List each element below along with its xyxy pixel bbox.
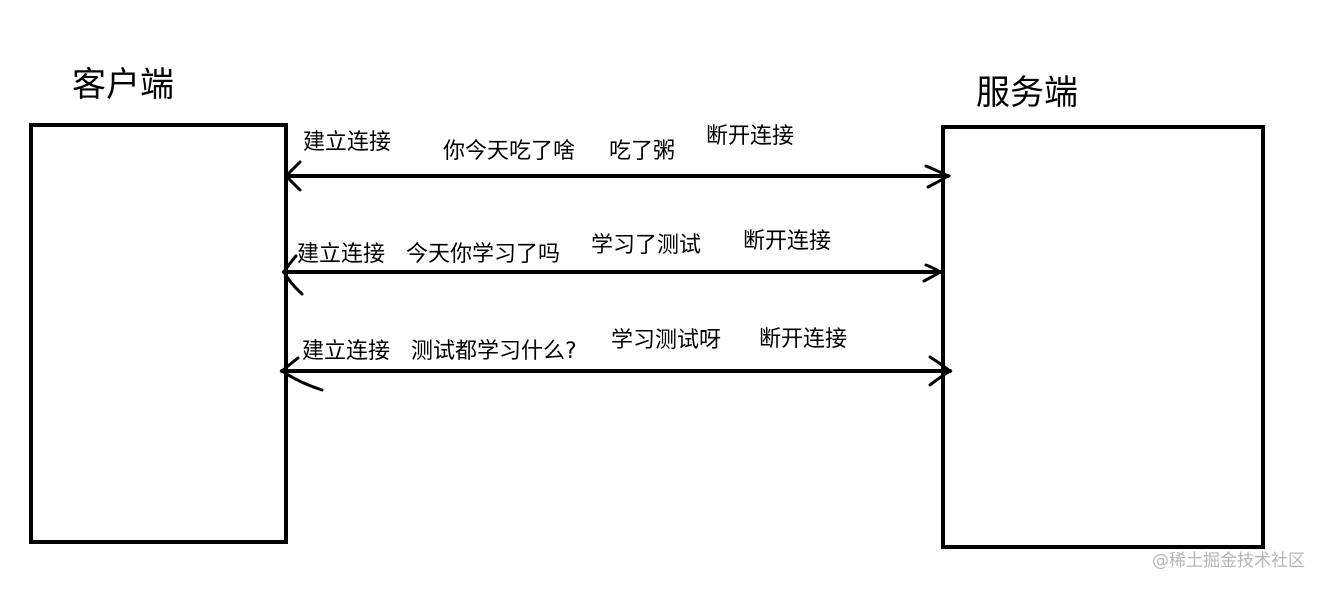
- disconnect-label-3: 断开连接: [759, 327, 848, 352]
- question-label-1: 你今天吃了啥: [443, 139, 576, 164]
- arrowhead-left-3: [279, 356, 324, 392]
- arrowhead-right-3: [928, 355, 953, 387]
- disconnect-label-1: 断开连接: [706, 124, 795, 149]
- answer-label-3: 学习测试呀: [611, 328, 722, 353]
- exchange-arrow-2: [282, 254, 943, 296]
- arrowhead-left-2: [282, 254, 304, 296]
- arrowhead-right-2: [922, 263, 943, 283]
- server-label: 服务端: [976, 73, 1078, 113]
- arrowhead-left-1: [283, 160, 302, 192]
- connect-label-1: 建立连接: [303, 130, 392, 155]
- exchange-arrow-1: [283, 160, 952, 192]
- exchange-arrow-3: [279, 355, 953, 392]
- connect-label-3: 建立连接: [302, 339, 391, 364]
- client-label: 客户端: [72, 65, 174, 105]
- client-box: [29, 123, 288, 544]
- watermark: @稀土掘金技术社区: [1152, 551, 1305, 571]
- arrowhead-right-1: [924, 164, 952, 189]
- answer-label-1: 吃了粥: [609, 139, 676, 164]
- question-label-2: 今天你学习了吗: [406, 242, 561, 267]
- answer-label-2: 学习了测试: [591, 233, 702, 258]
- connect-label-2: 建立连接: [297, 242, 386, 267]
- disconnect-label-2: 断开连接: [743, 229, 832, 254]
- server-box: [941, 125, 1265, 549]
- question-label-3: 测试都学习什么?: [411, 339, 577, 364]
